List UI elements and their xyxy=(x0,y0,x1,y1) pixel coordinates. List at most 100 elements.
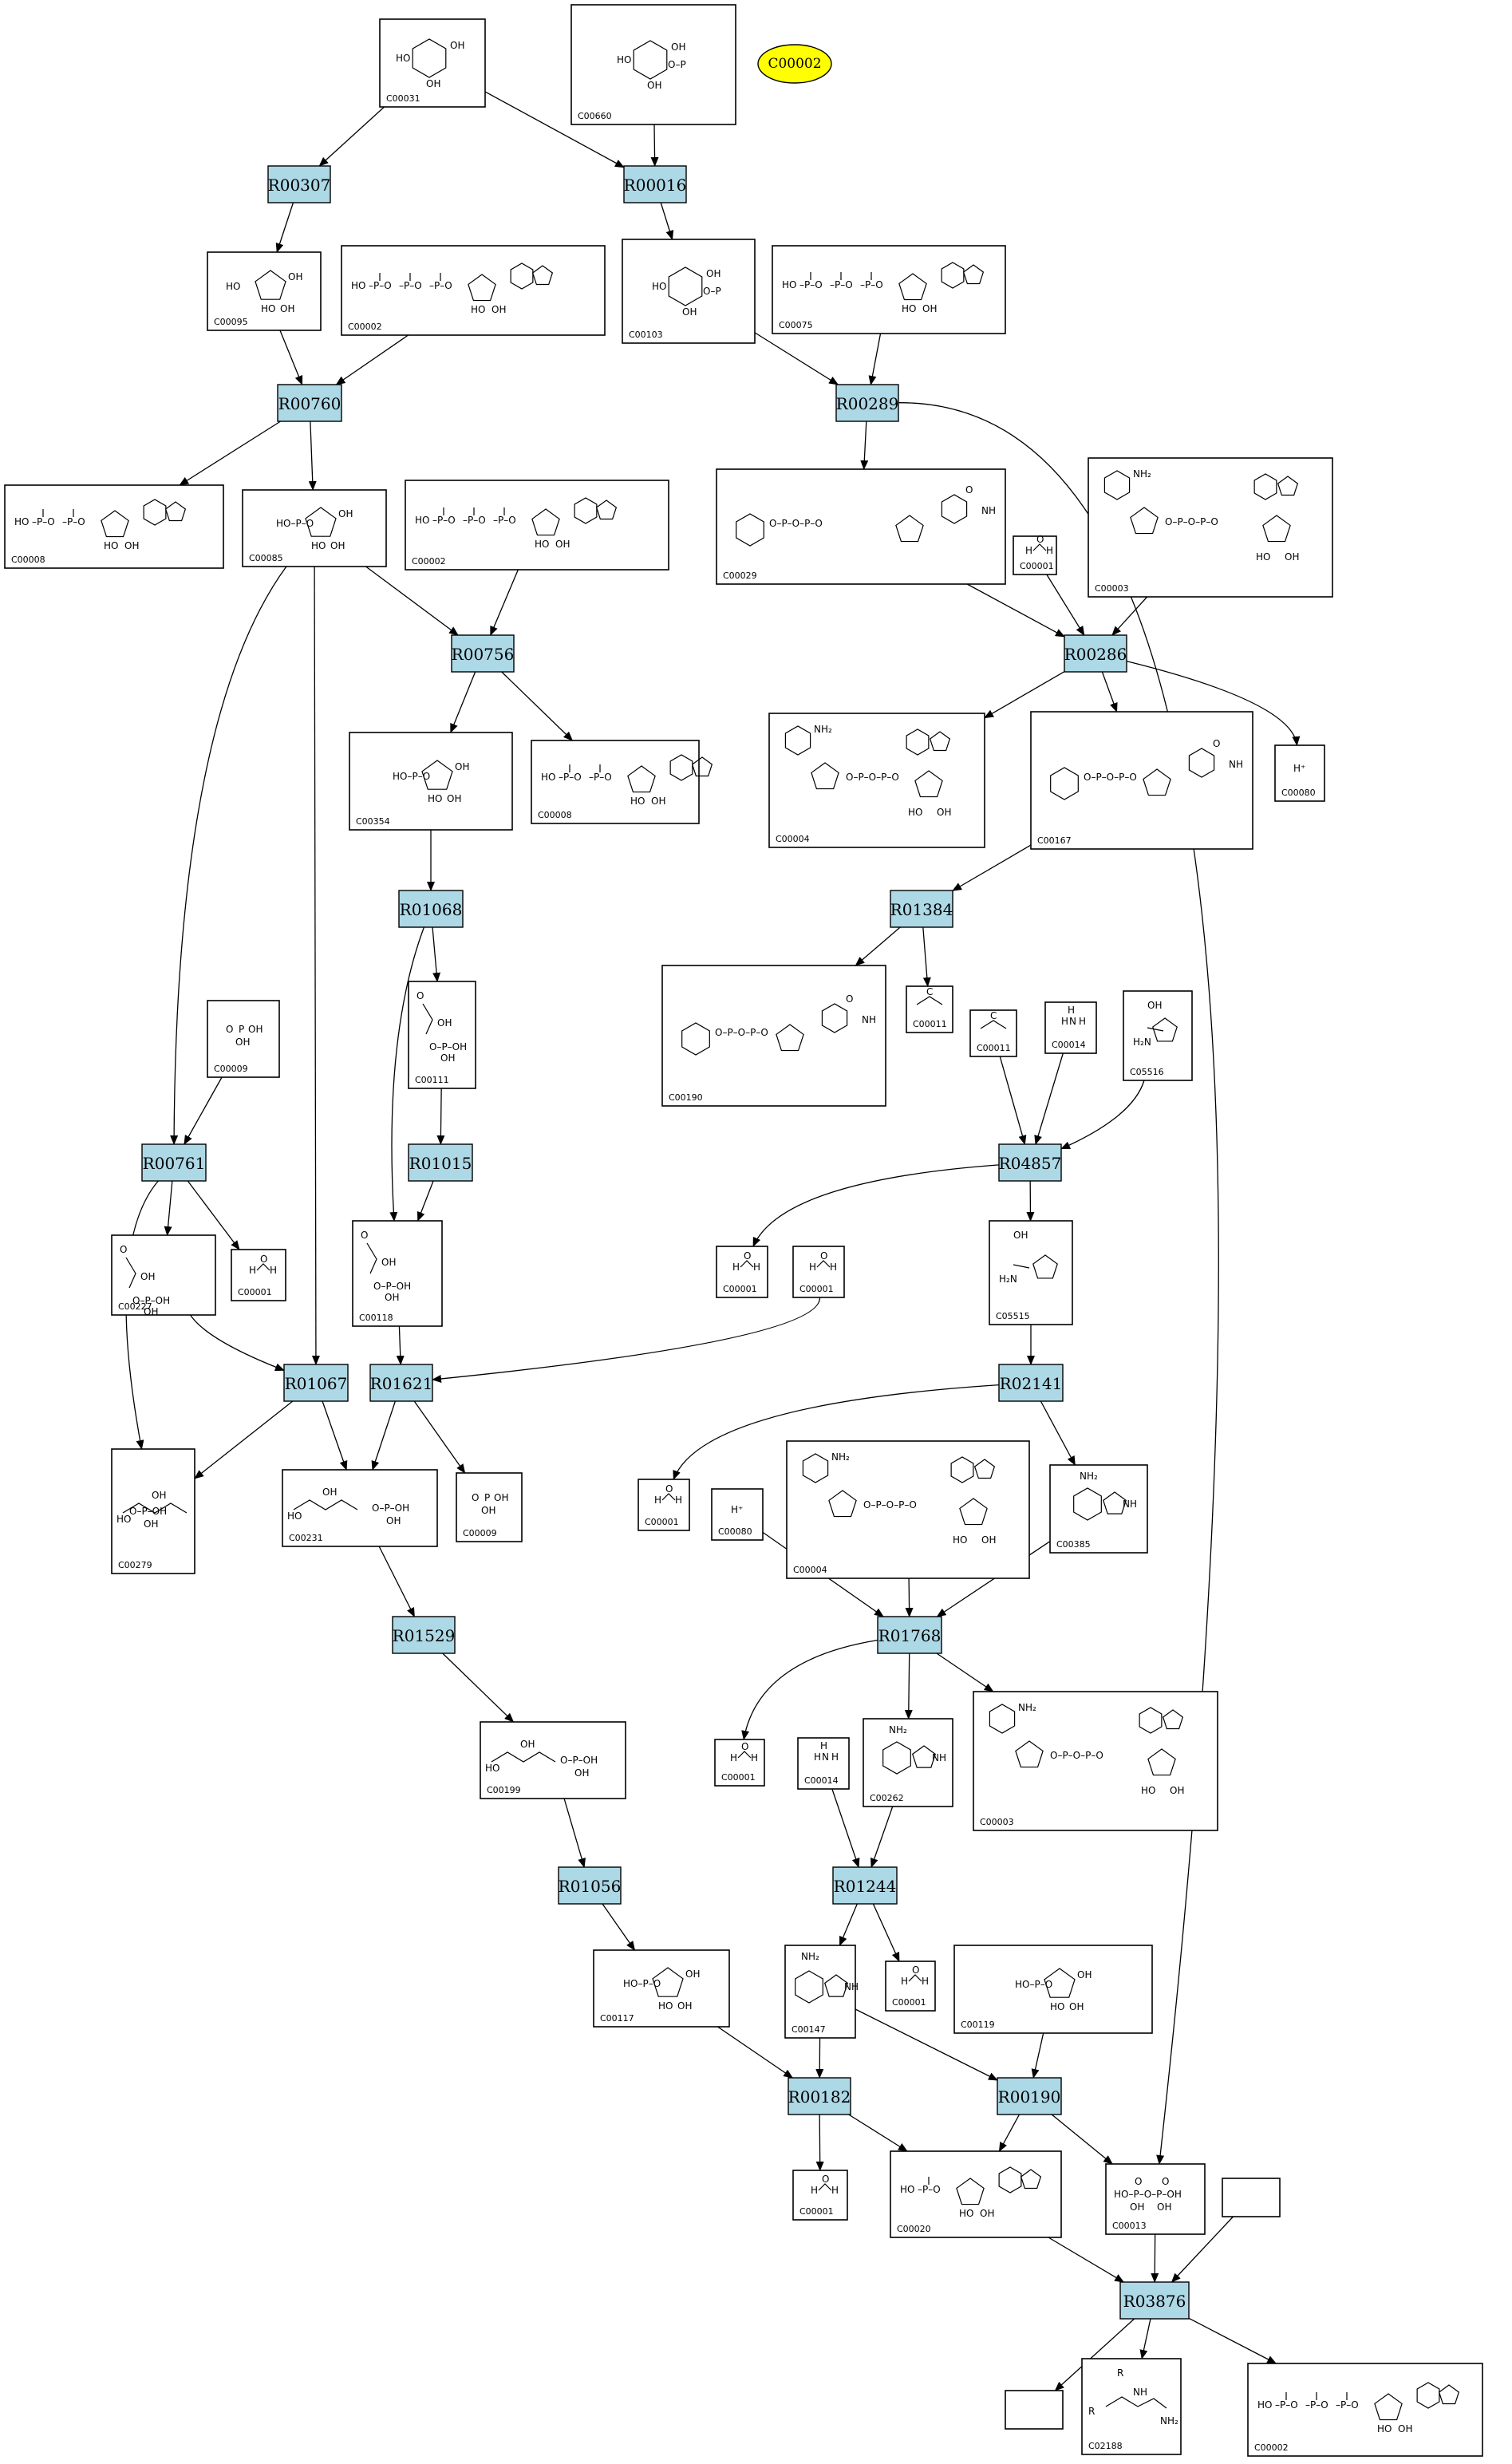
reaction-node[interactable]: R01384 xyxy=(890,890,953,928)
compound-id: C00080 xyxy=(718,1526,752,1537)
reaction-node[interactable]: R01067 xyxy=(283,1364,349,1402)
compound-node[interactable]: H⁺C00080 xyxy=(1274,744,1325,802)
reaction-node[interactable]: R00190 xyxy=(997,2077,1062,2115)
structure-stroke xyxy=(122,1502,188,1514)
edge-arrow xyxy=(952,844,1032,891)
reaction-node[interactable]: R01768 xyxy=(877,1616,942,1654)
reaction-node[interactable]: R00756 xyxy=(451,634,515,673)
structure-atom: H xyxy=(1025,545,1032,556)
reaction-box xyxy=(832,1866,898,1905)
compound-node[interactable] xyxy=(1005,2390,1064,2430)
reaction-node[interactable]: R00182 xyxy=(788,2077,851,2115)
edge-arrow xyxy=(1139,2318,1151,2359)
reaction-box xyxy=(141,1143,207,1182)
edge-arrow xyxy=(860,421,869,470)
reaction-node[interactable]: R01244 xyxy=(832,1866,898,1905)
edge-arrow xyxy=(432,926,441,982)
highlight-node[interactable]: C00002 xyxy=(757,44,832,84)
structure-atom: NH xyxy=(844,1981,859,1992)
compound-id: C00004 xyxy=(776,834,810,844)
structure-atom: OH xyxy=(455,761,469,772)
reaction-node[interactable]: R04857 xyxy=(998,1143,1062,1182)
reaction-node[interactable]: R01529 xyxy=(392,1616,456,1654)
reaction-node[interactable]: R01621 xyxy=(369,1364,433,1402)
reaction-node[interactable]: R01056 xyxy=(558,1866,622,1905)
reaction-box xyxy=(998,1364,1064,1402)
compound-id: C00014 xyxy=(1052,1040,1086,1050)
reaction-node[interactable]: R03876 xyxy=(1119,2281,1190,2320)
structure-atom: H xyxy=(751,1752,758,1763)
reaction-node[interactable]: R01068 xyxy=(398,890,464,928)
compound-id: C00020 xyxy=(897,2224,931,2234)
structure-atom: H⁺ xyxy=(731,1504,743,1515)
reaction-node[interactable]: R00289 xyxy=(835,384,899,422)
compound-box xyxy=(349,732,513,831)
reaction-box xyxy=(267,165,331,203)
reaction-node[interactable]: R02141 xyxy=(998,1364,1064,1402)
reaction-node[interactable]: R01015 xyxy=(408,1143,473,1182)
compound-node[interactable] xyxy=(1222,2178,1281,2217)
structure-atom: HO xyxy=(535,539,549,550)
compound-node[interactable]: H⁺ C00080 xyxy=(711,1488,764,1541)
reaction-node[interactable]: R00016 xyxy=(623,165,687,203)
reaction-node[interactable]: R00307 xyxy=(267,165,331,203)
reaction-node[interactable]: R00286 xyxy=(1064,634,1127,673)
edge-arrow xyxy=(831,1788,860,1868)
structure-atom: H xyxy=(831,2185,839,2196)
compound-box xyxy=(1044,1001,1097,1054)
reaction-node[interactable]: R00761 xyxy=(141,1143,207,1182)
reaction-node[interactable]: R00760 xyxy=(277,384,342,422)
edge-arrow xyxy=(194,1400,294,1479)
structure-atom: R xyxy=(1117,2367,1123,2379)
